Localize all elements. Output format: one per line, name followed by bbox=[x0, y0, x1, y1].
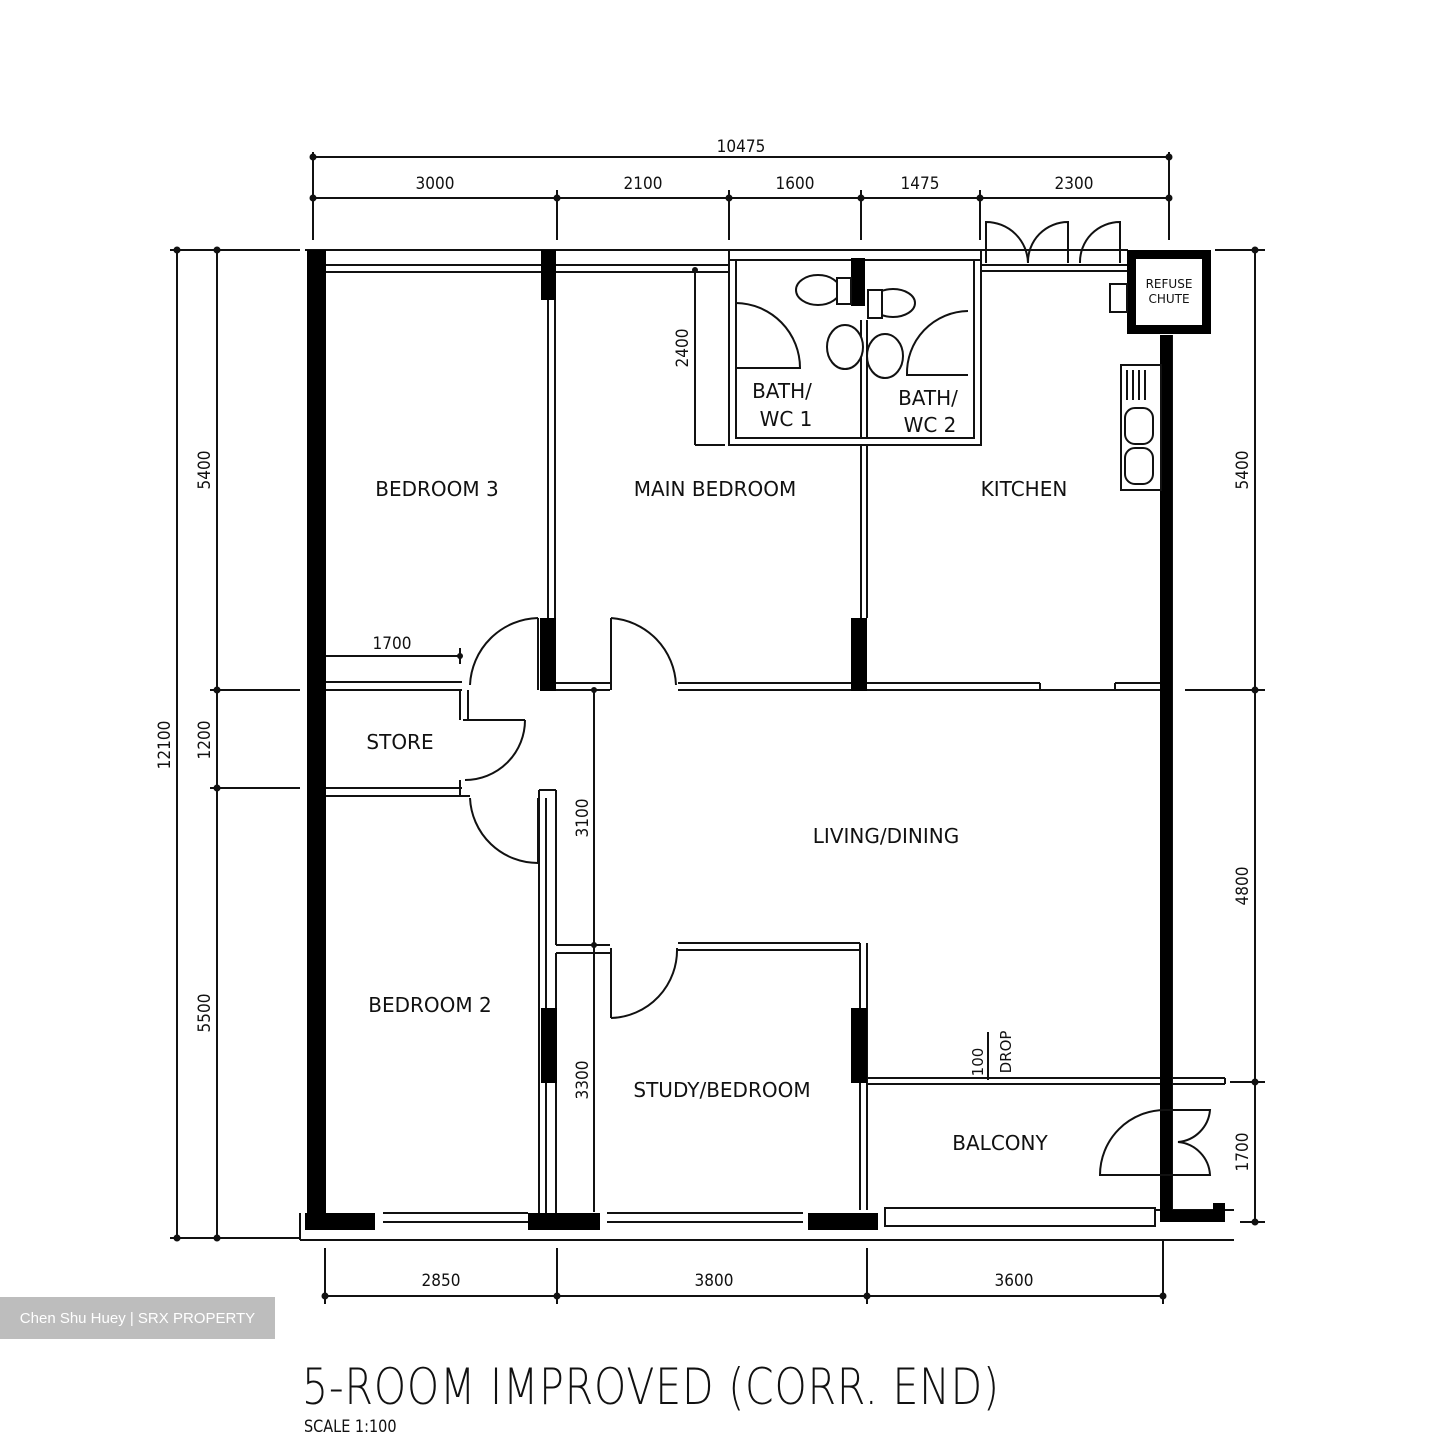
room-living-dining: LIVING/DINING bbox=[813, 824, 959, 848]
room-bath-1-line2: WC 1 bbox=[760, 407, 813, 431]
dim-bath-depth: 2400 bbox=[673, 329, 693, 368]
dim-top-total: 10475 bbox=[717, 137, 766, 157]
doors bbox=[463, 220, 1212, 1176]
refuse-chute: REFUSE CHUTE bbox=[1109, 250, 1211, 334]
refuse-label-1: REFUSE bbox=[1146, 277, 1193, 291]
top-dimensions bbox=[312, 152, 1170, 240]
right-dimensions bbox=[1185, 249, 1265, 1223]
dim-top-5: 2300 bbox=[1055, 174, 1094, 194]
dim-right-3: 1700 bbox=[1233, 1133, 1253, 1172]
dim-left-2: 1200 bbox=[195, 721, 215, 760]
dim-top-3: 1600 bbox=[776, 174, 815, 194]
bath-fixtures bbox=[795, 274, 916, 379]
room-main-bedroom: MAIN BEDROOM bbox=[634, 477, 797, 501]
solid-walls bbox=[305, 250, 1225, 1230]
dim-store-width: 1700 bbox=[373, 634, 412, 654]
room-bath-1-line1: BATH/ bbox=[752, 379, 812, 403]
kitchen-sink bbox=[1120, 364, 1162, 491]
room-bedroom-2: BEDROOM 2 bbox=[368, 993, 491, 1017]
dim-left-1: 5400 bbox=[195, 451, 215, 490]
dim-top-2: 2100 bbox=[624, 174, 663, 194]
bottom-dimension-ticks bbox=[321, 1292, 1167, 1300]
dim-top-1: 3000 bbox=[416, 174, 455, 194]
watermark-text: Chen Shu Huey | SRX PROPERTY bbox=[19, 1309, 256, 1327]
dim-bottom-1: 2850 bbox=[422, 1271, 461, 1291]
left-dimension-ticks bbox=[173, 246, 221, 1242]
room-bedroom-3: BEDROOM 3 bbox=[375, 477, 498, 501]
room-bath-2-line2: WC 2 bbox=[904, 413, 957, 437]
room-kitchen: KITCHEN bbox=[981, 477, 1068, 501]
dim-bottom-3: 3600 bbox=[995, 1271, 1034, 1291]
room-bath-2-line1: BATH/ bbox=[898, 386, 958, 410]
dim-left-total: 12100 bbox=[155, 721, 175, 770]
top-dimension-ticks bbox=[309, 153, 1173, 202]
left-dimensions bbox=[170, 249, 300, 1239]
refuse-label-2: CHUTE bbox=[1148, 292, 1189, 306]
drop-label: DROP bbox=[997, 1031, 1015, 1074]
dim-right-2: 4800 bbox=[1233, 867, 1253, 906]
dim-left-3: 5500 bbox=[195, 994, 215, 1033]
dim-study-side: 3300 bbox=[573, 1061, 593, 1100]
plan-scale: SCALE 1:100 bbox=[304, 1417, 397, 1437]
room-study-bedroom: STUDY/BEDROOM bbox=[633, 1078, 810, 1102]
dim-right-1: 5400 bbox=[1233, 451, 1253, 490]
dim-top-4: 1475 bbox=[901, 174, 940, 194]
dim-corridor: 3100 bbox=[573, 799, 593, 838]
plan-title: 5-ROOM IMPROVED (CORR. END) bbox=[302, 1358, 1000, 1416]
room-store: STORE bbox=[366, 730, 433, 754]
dim-bottom-2: 3800 bbox=[695, 1271, 734, 1291]
drop-value: 100 bbox=[969, 1048, 987, 1077]
room-balcony: BALCONY bbox=[952, 1131, 1048, 1155]
right-dimension-ticks bbox=[1251, 246, 1259, 1226]
watermark-badge: Chen Shu Huey | SRX PROPERTY bbox=[0, 1297, 275, 1339]
